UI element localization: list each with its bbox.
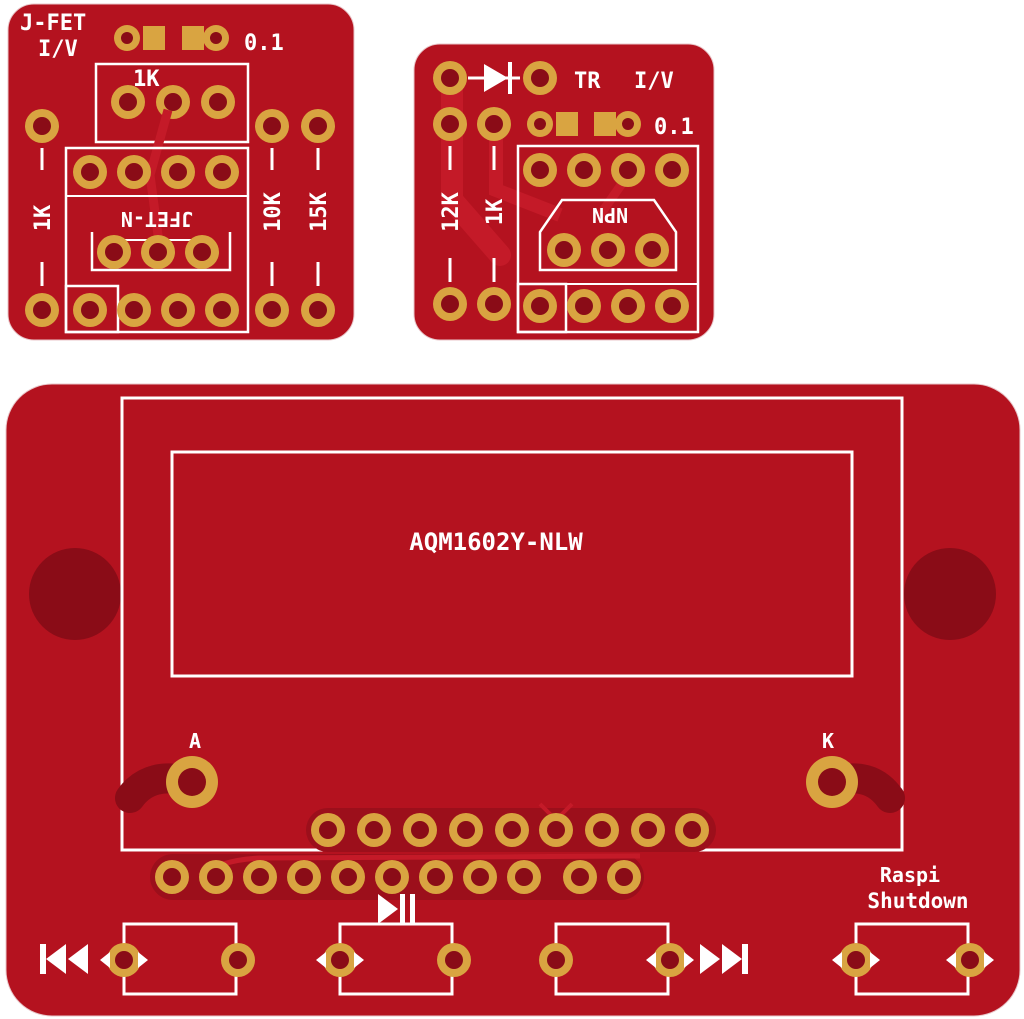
button-skip-forward — [539, 922, 748, 996]
jfet-ic-outline — [64, 146, 250, 334]
tr-trace-2 — [489, 130, 563, 222]
jfet-resistor-right: 15K — [301, 109, 335, 327]
tr-cap-label: 0.1 — [654, 115, 694, 140]
jfet-board-title: J-FET — [20, 11, 86, 36]
jfet-resistor-mid: 10K — [255, 109, 289, 327]
jfet-pot-pads — [111, 85, 235, 119]
jfet-cap-label: 0.1 — [244, 31, 284, 56]
cathode-label: K — [822, 729, 834, 753]
play-pause-icon — [378, 894, 415, 924]
tr-resistor-right: 1K — [477, 107, 511, 321]
jfet-board-subtitle: I/V — [38, 37, 78, 62]
gpio-header-pads — [155, 860, 641, 894]
cathode-pad — [806, 756, 858, 808]
mount-hole-right — [904, 548, 996, 640]
jfet-resistor-mid-label: 10K — [261, 191, 286, 231]
jfet-pot-label: 1K — [133, 67, 160, 92]
shutdown-label-line1: Raspi — [880, 863, 940, 887]
tr-board: TR I/V 0.1 12K 1K NPN — [413, 43, 715, 341]
anode-pad — [166, 756, 218, 808]
jfet-transistor-pads — [97, 235, 219, 269]
skip-forward-icon — [700, 944, 748, 974]
tr-resistor-left-label: 12K — [439, 191, 464, 231]
jfet-resistor-left: 1K — [25, 109, 59, 327]
tr-resistor-right-label: 1K — [483, 198, 508, 225]
tr-chip-label: NPN — [592, 203, 628, 227]
jfet-board: J-FET I/V 0.1 1K JFET-N — [7, 3, 355, 341]
tr-board-subtitle: I/V — [634, 69, 674, 94]
lcd-board: AQM1602Y-NLW A K — [5, 383, 1021, 1017]
button-skip-back — [40, 922, 255, 996]
tr-transistor-pads — [547, 233, 669, 267]
jfet-resistor-left-label: 1K — [31, 204, 56, 231]
tr-resistor-left: 12K — [433, 107, 467, 321]
button-play-pause — [316, 894, 471, 996]
jfet-resistor-right-label: 15K — [307, 191, 332, 231]
jfet-cap-pads — [114, 25, 229, 51]
tr-ic-outline — [516, 144, 700, 334]
lcd-display-outline — [170, 450, 854, 678]
tr-board-title: TR — [574, 69, 601, 94]
shutdown-label-line2: Shutdown — [867, 889, 968, 913]
jfet-pot-outline — [94, 62, 250, 144]
tr-cap-pads — [527, 111, 641, 137]
mount-hole-left — [29, 548, 121, 640]
tr-diode-symbol — [468, 62, 520, 94]
skip-back-icon — [40, 944, 88, 974]
button-shutdown: Raspi Shutdown — [832, 863, 994, 996]
jfet-chip-label: JFET-N — [121, 207, 193, 231]
lcd-header-pads — [311, 813, 709, 847]
anode-label: A — [189, 729, 201, 753]
tr-transistor-outline — [538, 198, 678, 272]
lcd-module-label: AQM1602Y-NLW — [409, 528, 583, 556]
